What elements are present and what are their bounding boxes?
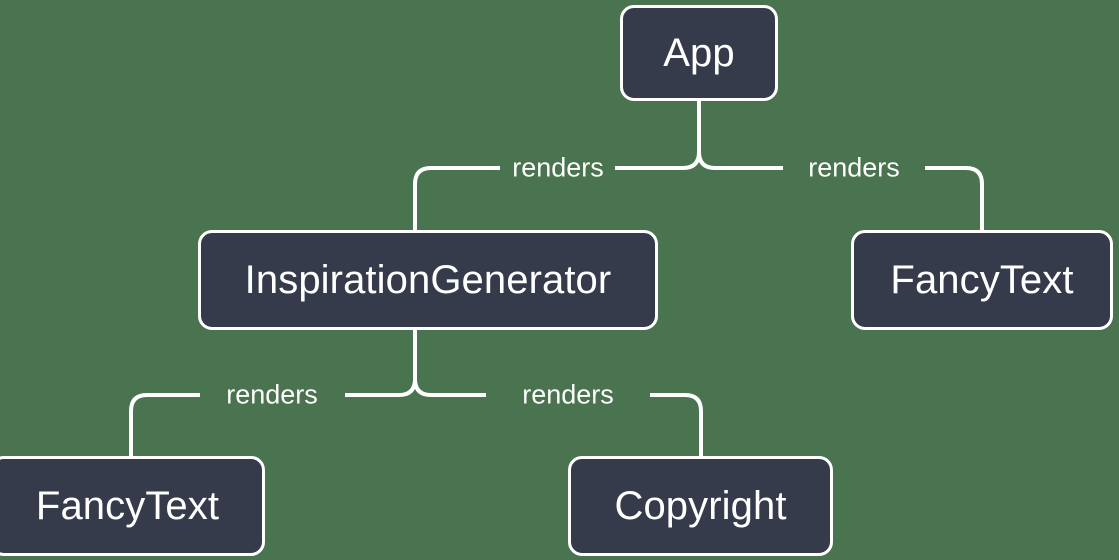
node-fancy-text-left-label: FancyText	[35, 483, 220, 528]
node-inspiration-generator-label: InspirationGenerator	[244, 257, 612, 302]
node-fancy-text-left[interactable]: FancyText	[0, 456, 265, 556]
node-inspiration-generator[interactable]: InspirationGenerator	[198, 230, 658, 330]
node-fancy-text-right[interactable]: FancyText	[851, 230, 1113, 330]
node-app[interactable]: App	[620, 5, 778, 101]
edge-label-inspiration-generator-to-copyright: renders	[522, 379, 614, 410]
edge-label-app-to-fancy-text-right: renders	[808, 152, 900, 183]
node-copyright[interactable]: Copyright	[568, 456, 833, 556]
node-fancy-text-right-label: FancyText	[890, 257, 1074, 302]
edge-label-app-to-inspiration-generator: renders	[512, 152, 604, 183]
node-app-label: App	[663, 30, 735, 75]
edge-label-inspiration-generator-to-fancy-text-left: renders	[226, 379, 318, 410]
edge-inspgen-stem	[398, 330, 417, 397]
edge-inspgen-to-copyright-right-seg	[650, 393, 703, 456]
edge-app-stem	[682, 101, 701, 170]
edge-app-to-inspgen-left-seg	[413, 166, 500, 230]
edge-app-stem-right	[697, 151, 716, 170]
edge-inspgen-to-fancy-left-left-seg	[129, 393, 200, 456]
node-copyright-label: Copyright	[614, 483, 787, 528]
edge-app-to-fancy-right-right-seg	[925, 166, 984, 230]
edge-inspgen-stem-right	[413, 378, 432, 397]
